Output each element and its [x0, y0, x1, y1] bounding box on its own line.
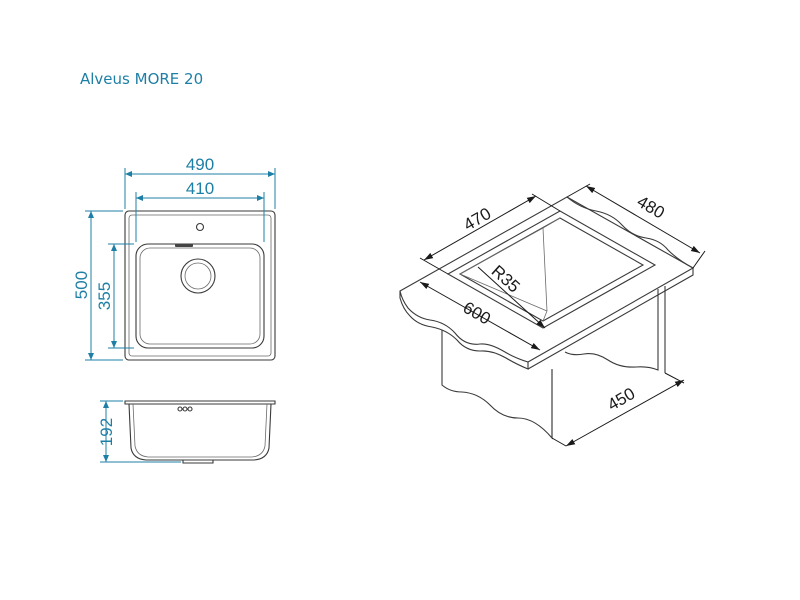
overflow-hole-icon: [182, 406, 188, 412]
dim-cabinet-width: 600: [460, 298, 494, 329]
dim-cabinet-side: 450: [604, 384, 638, 415]
sink-inner-rim: [128, 214, 272, 357]
side-bowl: [128, 403, 272, 461]
sink-outer-rim: [124, 210, 276, 361]
cabinet-left-panel: [441, 330, 553, 440]
product-title: Alveus MORE 20: [80, 70, 204, 88]
drain-outer-icon: [180, 258, 216, 294]
drain-inner-icon: [184, 262, 212, 290]
cabinet-right-panel: [551, 289, 659, 438]
bowl-inner: [139, 247, 261, 345]
dim-width-inner: 410: [186, 179, 214, 198]
side-rim: [124, 400, 276, 405]
dim-width-outer: 490: [186, 155, 214, 174]
bowl-opening-iso: [458, 217, 645, 322]
dim-height-inner: 355: [95, 282, 114, 310]
dim-radius: R35: [488, 261, 524, 296]
side-drain: [182, 460, 214, 464]
dim-height-outer: 500: [72, 271, 91, 299]
overflow-hole-icon: [177, 406, 183, 412]
dim-bowl-width: 470: [460, 204, 494, 235]
countertop-right-edge: [527, 268, 694, 370]
dim-depth: 192: [97, 418, 116, 446]
bowl-outline: [135, 243, 265, 349]
overflow-hole-icon: [187, 406, 193, 412]
dim-cabinet-depth: 480: [634, 192, 668, 223]
side-view: 192: [97, 400, 276, 464]
install-view: 470 480 R35 600 450: [399, 183, 706, 447]
front-view: 490 410 500 355: [72, 155, 276, 361]
countertop-front-edge: [399, 291, 529, 370]
tap-hole-icon: [195, 222, 205, 232]
overflow-slot-icon: [175, 244, 193, 247]
countertop-top: [399, 196, 695, 363]
